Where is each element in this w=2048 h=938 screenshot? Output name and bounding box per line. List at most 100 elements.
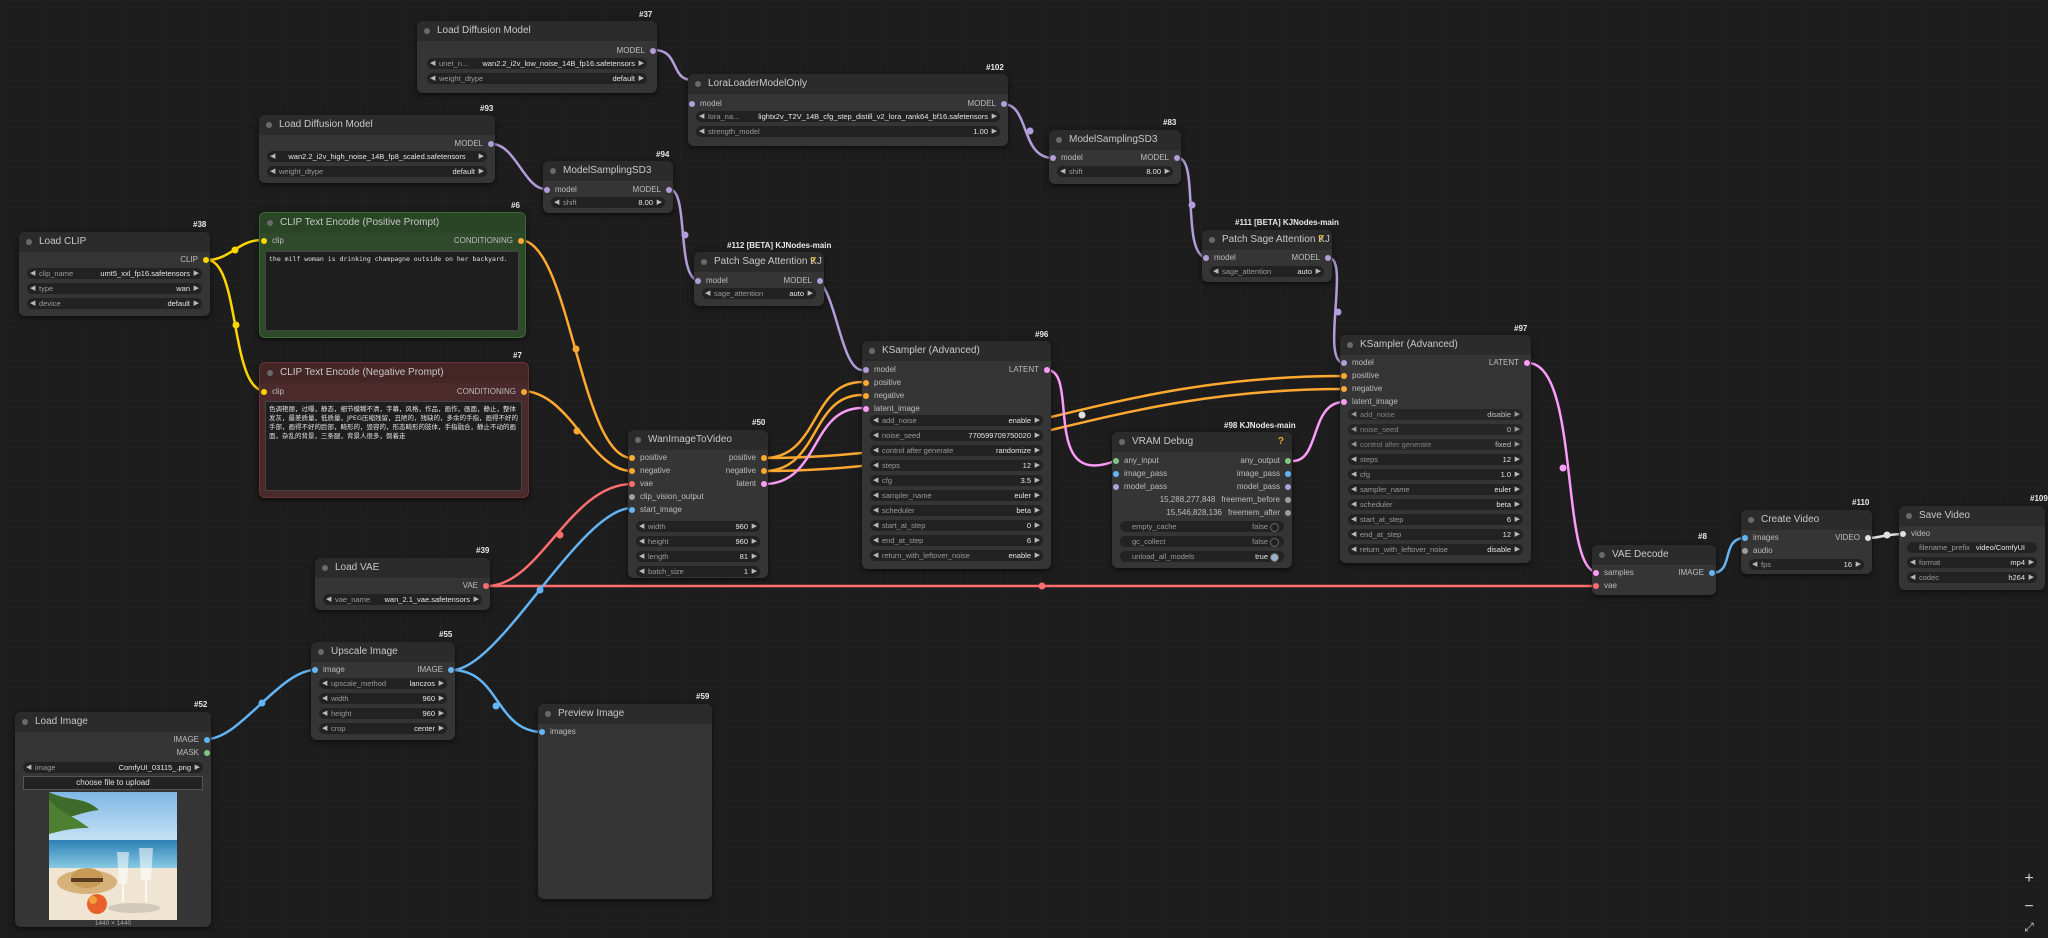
right-arrow-icon[interactable]: ▶ (2028, 574, 2034, 581)
left-arrow-icon[interactable]: ◀ (1351, 426, 1357, 433)
node-header[interactable]: ModelSamplingSD3 (543, 161, 673, 181)
input-negative[interactable]: negative (1340, 383, 1382, 395)
output-positive[interactable]: positive (729, 452, 768, 464)
collapse-dot-icon[interactable] (1056, 137, 1062, 143)
node-header[interactable]: Load CLIP (19, 232, 210, 252)
left-arrow-icon[interactable]: ◀ (1351, 471, 1357, 478)
output-mask[interactable]: MASK (176, 747, 211, 759)
input-pin-icon[interactable] (629, 468, 635, 474)
left-arrow-icon[interactable]: ◀ (639, 553, 645, 560)
left-arrow-icon[interactable]: ◀ (270, 168, 276, 175)
output-image[interactable]: IMAGE (1678, 567, 1716, 579)
output-model[interactable]: MODEL (1292, 252, 1332, 264)
right-arrow-icon[interactable]: ▶ (1514, 471, 1520, 478)
right-arrow-icon[interactable]: ▶ (1164, 168, 1170, 175)
node-vae-decode[interactable]: VAE Decode samples vae IMAGE (1592, 545, 1716, 595)
left-arrow-icon[interactable]: ◀ (326, 596, 332, 603)
left-arrow-icon[interactable]: ◀ (430, 75, 436, 82)
fit-view-button[interactable]: ⤢ (2024, 920, 2034, 934)
input-pin-icon[interactable] (1341, 399, 1347, 405)
node-header[interactable]: Save Video (1899, 506, 2045, 526)
output-latent[interactable]: LATENT (1489, 357, 1531, 369)
collapse-dot-icon[interactable] (1906, 513, 1912, 519)
collapse-dot-icon[interactable] (1119, 439, 1125, 445)
input-clip-vision-output[interactable]: clip_vision_output (628, 491, 704, 503)
left-arrow-icon[interactable]: ◀ (873, 432, 879, 439)
right-arrow-icon[interactable]: ▶ (1514, 516, 1520, 523)
input-model[interactable]: model (862, 364, 896, 376)
left-arrow-icon[interactable]: ◀ (699, 113, 705, 120)
right-arrow-icon[interactable]: ▶ (1514, 486, 1520, 493)
right-arrow-icon[interactable]: ▶ (1034, 432, 1040, 439)
left-arrow-icon[interactable]: ◀ (1351, 411, 1357, 418)
input-images[interactable]: images (1741, 532, 1779, 544)
output-pin-icon[interactable] (521, 389, 527, 395)
left-arrow-icon[interactable]: ◀ (699, 128, 705, 135)
left-arrow-icon[interactable]: ◀ (1910, 574, 1916, 581)
input-vae[interactable]: vae (1592, 580, 1617, 592)
zoom-out-button[interactable]: − (2024, 898, 2034, 915)
output-pin-icon[interactable] (1865, 535, 1871, 541)
collapse-dot-icon[interactable] (695, 81, 701, 87)
input-model[interactable]: model (543, 184, 577, 196)
left-arrow-icon[interactable]: ◀ (322, 695, 328, 702)
node-clip-text-encode-positive[interactable]: CLIP Text Encode (Positive Prompt) clip … (259, 212, 526, 338)
left-arrow-icon[interactable]: ◀ (1351, 516, 1357, 523)
input-pin-icon[interactable] (544, 187, 550, 193)
right-arrow-icon[interactable]: ▶ (991, 128, 997, 135)
input-negative[interactable]: negative (628, 465, 670, 477)
input-pin-icon[interactable] (1593, 583, 1599, 589)
right-arrow-icon[interactable]: ▶ (478, 153, 484, 160)
input-start-image[interactable]: start_image (628, 504, 682, 516)
right-arrow-icon[interactable]: ▶ (1855, 561, 1861, 568)
left-arrow-icon[interactable]: ◀ (30, 285, 36, 292)
output-pin-icon[interactable] (518, 238, 524, 244)
prompt-textarea[interactable]: the milf woman is drinking champagne out… (265, 251, 519, 331)
input-positive[interactable]: positive (1340, 370, 1379, 382)
collapse-dot-icon[interactable] (545, 711, 551, 717)
toggle-icon[interactable] (1270, 553, 1279, 562)
input-pin-icon[interactable] (1341, 373, 1347, 379)
toggle-icon[interactable] (1270, 538, 1279, 547)
right-arrow-icon[interactable]: ▶ (478, 168, 484, 175)
output-pin-icon[interactable] (1709, 570, 1715, 576)
collapse-dot-icon[interactable] (322, 565, 328, 571)
node-patch-sage-attention-112[interactable]: Patch Sage Attention KJ? model MODEL ◀sa… (694, 252, 824, 306)
node-header[interactable]: WanImageToVideo (628, 430, 768, 450)
input-pin-icon[interactable] (261, 238, 267, 244)
right-arrow-icon[interactable]: ▶ (1034, 522, 1040, 529)
node-header[interactable]: Load Diffusion Model (417, 21, 657, 41)
right-arrow-icon[interactable]: ▶ (1514, 456, 1520, 463)
output-model[interactable]: MODEL (1141, 152, 1181, 164)
output-clip[interactable]: CLIP (180, 254, 210, 266)
node-load-diffusion-model-low[interactable]: Load Diffusion Model MODEL ◀unet_n...wan… (417, 21, 657, 93)
input-model[interactable]: model (1049, 152, 1083, 164)
node-preview-image[interactable]: Preview Image images (538, 704, 712, 899)
node-header[interactable]: Load VAE (315, 558, 490, 578)
left-arrow-icon[interactable]: ◀ (322, 680, 328, 687)
output-image[interactable]: IMAGE (173, 734, 211, 746)
node-header[interactable]: CLIP Text Encode (Positive Prompt) (260, 213, 525, 233)
left-arrow-icon[interactable]: ◀ (873, 537, 879, 544)
